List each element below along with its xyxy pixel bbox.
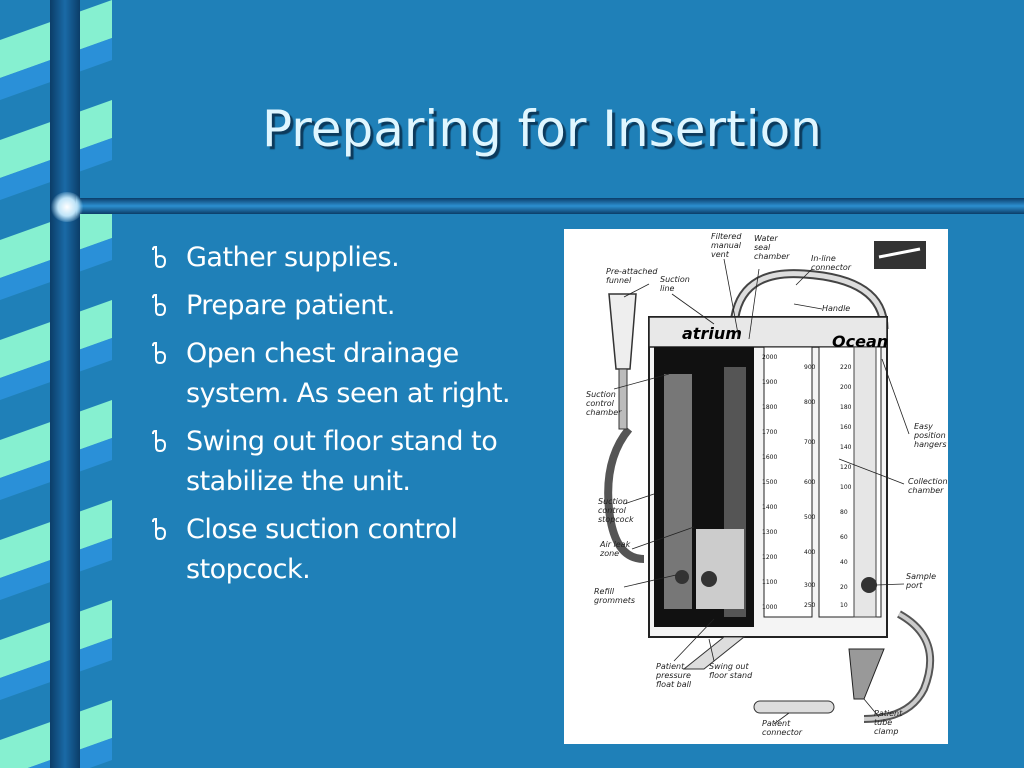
decorative-ribbon	[0, 0, 112, 768]
svg-text:180: 180	[840, 404, 852, 411]
svg-text:20: 20	[840, 584, 848, 591]
svg-text:300: 300	[804, 582, 816, 589]
bullet-text: Prepare patient.	[186, 290, 395, 321]
bullet-text: Close suction control stopcock.	[186, 514, 458, 585]
brand-name: atrium	[682, 324, 742, 343]
bullet-item: Prepare patient.	[150, 286, 555, 326]
svg-text:140: 140	[840, 444, 852, 451]
svg-text:1600: 1600	[762, 454, 777, 461]
bullet-item: Close suction control stopcock.	[150, 510, 555, 590]
title-divider-bar	[76, 196, 1024, 216]
chest-drainage-illustration: atrium Ocean 2000 1900 1800 1700 1600 15…	[564, 229, 948, 744]
svg-text:600: 600	[804, 479, 816, 486]
bullet-item: Gather supplies.	[150, 238, 555, 278]
svg-text:200: 200	[840, 384, 852, 391]
svg-text:1300: 1300	[762, 529, 777, 536]
leader-lines	[613, 258, 910, 725]
label-handle: Handle	[822, 304, 850, 313]
svg-text:160: 160	[840, 424, 852, 431]
svg-text:1100: 1100	[762, 579, 777, 586]
svg-text:2000: 2000	[762, 354, 777, 361]
svg-text:700: 700	[804, 439, 816, 446]
svg-text:40: 40	[840, 559, 848, 566]
bullet-list: Gather supplies. Prepare patient. Open c…	[150, 238, 555, 598]
svg-text:220: 220	[840, 364, 852, 371]
slide-title: Preparing for Insertion	[262, 100, 822, 158]
svg-text:250: 250	[804, 602, 816, 609]
bullet-text: Swing out floor stand to stabilize the u…	[186, 426, 498, 497]
bullet-text: Gather supplies.	[186, 242, 400, 273]
svg-text:1800: 1800	[762, 404, 777, 411]
svg-text:1200: 1200	[762, 554, 777, 561]
b-script-bullet-icon	[152, 294, 167, 317]
middle-scale: 900 800 700 600 500 400 300 250	[804, 364, 816, 609]
bullet-item: Swing out floor stand to stabilize the u…	[150, 422, 555, 502]
svg-text:1900: 1900	[762, 379, 777, 386]
b-script-bullet-icon	[152, 246, 167, 269]
svg-text:900: 900	[804, 364, 816, 371]
svg-text:1500: 1500	[762, 479, 777, 486]
svg-text:1400: 1400	[762, 504, 777, 511]
svg-text:400: 400	[804, 549, 816, 556]
svg-text:100: 100	[840, 484, 852, 491]
svg-text:10: 10	[840, 602, 848, 609]
svg-text:60: 60	[840, 534, 848, 541]
b-script-bullet-icon	[152, 430, 167, 453]
bullet-item: Open chest drainage system. As seen at r…	[150, 334, 555, 414]
svg-text:1700: 1700	[762, 429, 777, 436]
svg-text:1000: 1000	[762, 604, 777, 611]
svg-text:800: 800	[804, 399, 816, 406]
bullet-text: Open chest drainage system. As seen at r…	[186, 338, 511, 409]
b-script-bullet-icon	[152, 518, 167, 541]
drainage-unit-drawing: atrium Ocean 2000 1900 1800 1700 1600 15…	[586, 232, 948, 737]
svg-text:120: 120	[840, 464, 852, 471]
model-name: Ocean	[832, 332, 888, 351]
collection-scale: 220 200 180 160 140 120 100 80 60 40 20 …	[840, 364, 852, 609]
left-scale: 2000 1900 1800 1700 1600 1500 1400 1300 …	[762, 354, 777, 611]
svg-text:80: 80	[840, 509, 848, 516]
svg-text:500: 500	[804, 514, 816, 521]
b-script-bullet-icon	[152, 342, 167, 365]
bar-knob-glow	[50, 192, 84, 222]
